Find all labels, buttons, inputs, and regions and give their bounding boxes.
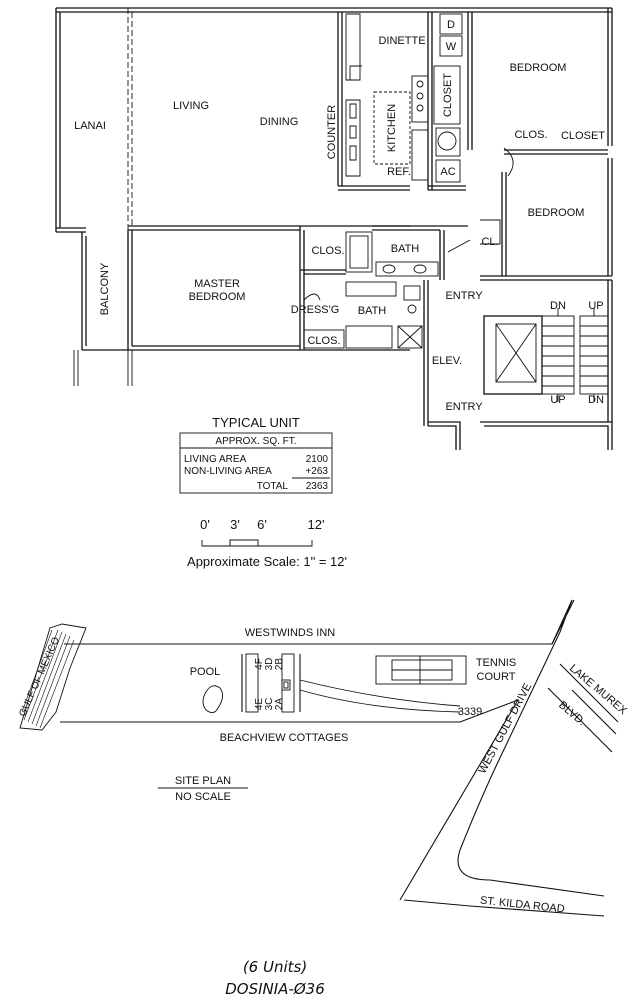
unit-2b: 2B [274, 658, 285, 671]
elevator-label: ELEV. [432, 355, 462, 367]
unit-2a: 2A [274, 698, 285, 711]
stair-up-top: UP [588, 300, 603, 312]
room-closet-bedroom: CLOSET [561, 130, 605, 142]
blvd-label: BLVD. [556, 699, 587, 728]
address-label: 3339 [458, 706, 482, 718]
gulf-shore-hatch [21, 629, 75, 729]
room-dressing: DRESS'G [291, 304, 340, 316]
dryer-label: D [447, 19, 455, 31]
gulf-label: GULF OF MEXICO [17, 635, 62, 718]
west-gulf-drive-label: WEST GULF DRIVE [476, 681, 534, 776]
site-plan-subtitle: NO SCALE [175, 791, 231, 803]
room-kitchen: KITCHEN [386, 104, 398, 152]
room-balcony: BALCONY [99, 262, 111, 315]
beachview-label: BEACHVIEW COTTAGES [220, 732, 349, 744]
room-clos-master: CLOS. [311, 245, 344, 257]
unit-table-row-label: NON-LIVING AREA [184, 466, 272, 477]
room-counter: COUNTER [326, 105, 338, 159]
tennis-label-line1: TENNIS [476, 657, 516, 669]
unit-table-header: APPROX. SQ. FT. [215, 436, 296, 447]
room-clos-bedroom: CLOS. [514, 129, 547, 141]
scale-tick-6: 6' [257, 517, 267, 532]
site-plan: GULF OF MEXICO POOL 4F 3D 2B 4E 3C 2A TE… [17, 599, 629, 917]
room-lanai: LANAI [74, 120, 106, 132]
room-dinette: DINETTE [378, 35, 425, 47]
scale-bar: 0' 3' 6' 12' Approximate Scale: 1" = 12' [187, 517, 347, 569]
entry-top: ENTRY [445, 290, 483, 302]
room-dining: DINING [260, 116, 299, 128]
unit-table-row-value: 2363 [306, 481, 329, 492]
stair-dn-top: DN [550, 300, 566, 312]
room-closet-kitchen: CLOSET [442, 73, 454, 117]
st-kilda-label: ST. KILDA ROAD [479, 895, 565, 916]
room-cl: CL. [481, 236, 498, 248]
scale-tick-12: 12' [308, 517, 325, 532]
pool-label: POOL [190, 666, 221, 678]
footer-units: (6 Units) [243, 958, 307, 976]
room-living: LIVING [173, 100, 209, 112]
scale-caption: Approximate Scale: 1" = 12' [187, 554, 347, 569]
unit-3c: 3C [264, 698, 275, 711]
unit-4e: 4E [254, 698, 265, 711]
scale-tick-0: 0' [200, 517, 210, 532]
room-master-line1: MASTER [194, 278, 240, 290]
floorplan-labels: LANAI LIVING DINING COUNTER DINETTE KITC… [74, 19, 605, 413]
unit-3d: 3D [264, 658, 275, 671]
footer: (6 Units) DOSINIA-Ø36 [225, 958, 325, 998]
stair-up-bottom: UP [550, 394, 565, 406]
washer-label: W [446, 41, 457, 53]
unit-table-row-value: +263 [305, 466, 328, 477]
westwinds-label: WESTWINDS INN [245, 627, 335, 639]
site-plan-title: SITE PLAN [175, 775, 231, 787]
unit-table-title: TYPICAL UNIT [212, 415, 300, 430]
room-master-line2: BEDROOM [189, 291, 246, 303]
unit-table-row-label: TOTAL [257, 481, 289, 492]
unit-table-row-value: 2100 [306, 454, 329, 465]
tennis-label-line2: COURT [477, 671, 516, 683]
entry-bottom: ENTRY [445, 401, 483, 413]
unit-table: TYPICAL UNIT APPROX. SQ. FT. LIVING AREA… [179, 415, 333, 494]
room-bedroom-2: BEDROOM [528, 207, 585, 219]
room-bath-1: BATH [391, 243, 420, 255]
room-bath-2: BATH [358, 305, 387, 317]
footer-code: DOSINIA-Ø36 [225, 980, 325, 998]
unit-4f: 4F [254, 658, 265, 670]
room-bedroom-1: BEDROOM [510, 62, 567, 74]
room-clos-dress: CLOS. [307, 335, 340, 347]
ac-label: AC [440, 166, 455, 178]
floorplan-walls [55, 7, 613, 450]
stair-dn-bottom: DN [588, 394, 604, 406]
scale-tick-3: 3' [230, 517, 240, 532]
room-ref: REF. [387, 166, 411, 178]
unit-table-row-label: LIVING AREA [184, 454, 247, 465]
